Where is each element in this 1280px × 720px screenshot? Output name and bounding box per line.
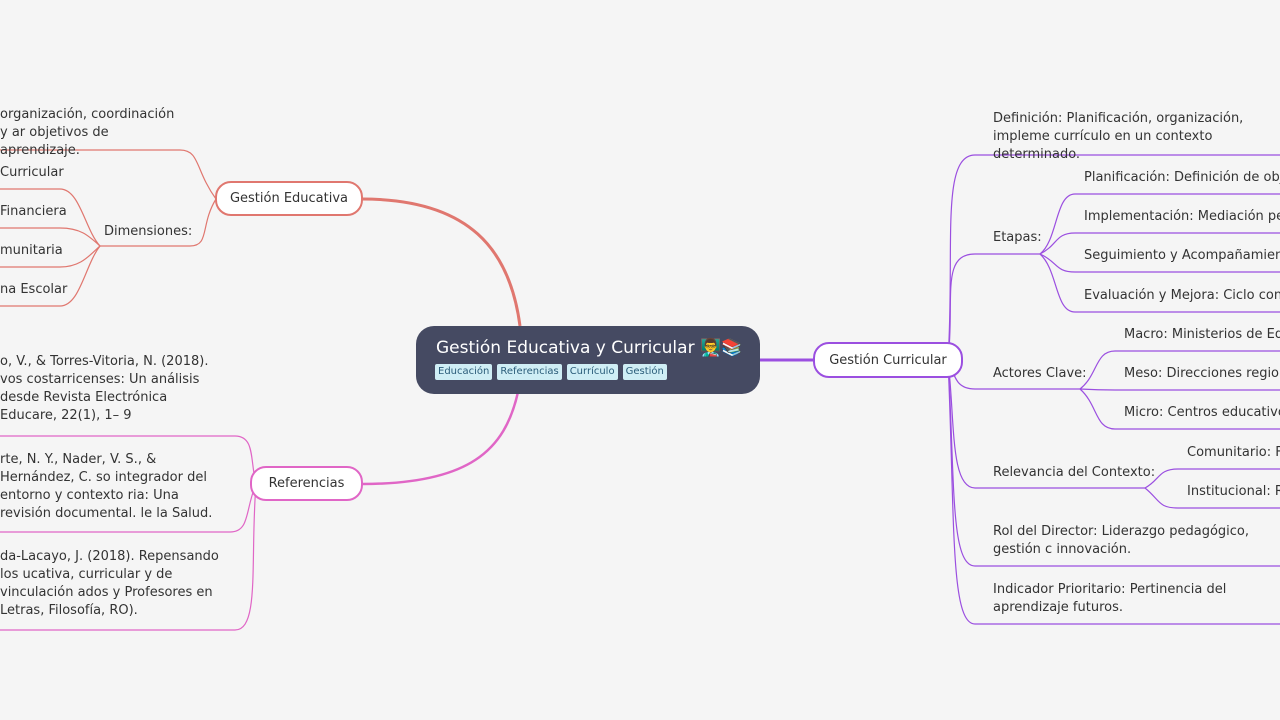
node-gestion-curricular[interactable]: Gestión Curricular [813, 342, 963, 378]
etapa-item[interactable]: Implementación: Mediación peda [1084, 209, 1280, 224]
curricular-actores[interactable]: Actores Clave: [993, 366, 1087, 381]
connector-etapa-4 [1039, 253, 1280, 313]
connector-educativa-definicion [0, 149, 217, 200]
tag-gestion[interactable]: Gestión [622, 364, 667, 380]
dimension-item[interactable]: na Escolar [0, 282, 68, 297]
node-gestion-educativa[interactable]: Gestión Educativa [215, 181, 363, 216]
connector-relev-1 [1144, 468, 1280, 489]
connector-dim-1 [0, 188, 101, 247]
node-gestion-curricular-label: Gestión Curricular [829, 352, 947, 368]
relevancia-item[interactable]: Comunitario: Fa [1187, 445, 1280, 460]
connector-educativa-dimensiones [100, 198, 217, 247]
connector-cur-etapas [947, 253, 1040, 361]
educativa-dimensiones[interactable]: Dimensiones: [104, 224, 193, 239]
curricular-etapas[interactable]: Etapas: [993, 230, 1042, 245]
actor-item[interactable]: Macro: Ministerios de Educ [1124, 327, 1280, 342]
referencia-item[interactable]: da-Lacayo, J. (2018). Repensando los uca… [0, 549, 219, 618]
tag-referencias[interactable]: Referencias [497, 364, 562, 380]
node-gestion-educativa-label: Gestión Educativa [229, 191, 349, 206]
curricular-rol[interactable]: Rol del Director: Liderazgo pedagógico, … [993, 524, 1249, 557]
connector-cur-indicador [947, 359, 1280, 625]
curricular-definition[interactable]: Definición: Planificación, organización,… [993, 111, 1244, 162]
connector-dim-3 [0, 245, 101, 268]
dimension-item[interactable]: munitaria [0, 243, 63, 258]
actor-item[interactable]: Micro: Centros educativos [1124, 405, 1280, 420]
connector-root-referencias [361, 391, 520, 486]
relevancia-item[interactable]: Institucional: Re [1187, 484, 1280, 499]
connector-actor-1 [1079, 350, 1280, 390]
node-referencias-label: Referencias [268, 476, 345, 491]
tag-educacion[interactable]: Educación [435, 364, 493, 380]
connector-etapa-3 [1039, 253, 1280, 273]
referencia-item[interactable]: rte, N. Y., Nader, V. S., & Hernández, C… [0, 452, 213, 521]
referencia-item[interactable]: o, V., & Torres-Vitoria, N. (2018). vos … [0, 354, 209, 423]
connector-etapa-2 [1039, 232, 1280, 255]
curricular-indicador[interactable]: Indicador Prioritario: Pertinencia del a… [993, 582, 1227, 615]
etapa-item[interactable]: Evaluación y Mejora: Ciclo contin [1084, 288, 1280, 303]
connector-dim-4 [0, 245, 101, 307]
connector-relev-2 [1144, 487, 1280, 509]
connector-cur-relevancia [947, 359, 1145, 489]
connector-etapa-1 [1039, 193, 1280, 255]
educativa-definition[interactable]: organización, coordinación y ar objetivo… [0, 107, 175, 158]
etapa-item[interactable]: Planificación: Definición de objet [1084, 170, 1280, 185]
connector-actor-2 [1079, 388, 1280, 391]
root-title: Gestión Educativa y Curricular 👨‍🏫📚 [436, 338, 743, 358]
etapa-item[interactable]: Seguimiento y Acompañamiento [1084, 248, 1280, 263]
connector-ref-3 [0, 483, 257, 631]
dimension-item[interactable]: Curricular [0, 165, 64, 180]
connector-actor-3 [1079, 388, 1280, 430]
root-node[interactable]: Gestión Educativa y Curricular 👨‍🏫📚 Educ… [416, 326, 760, 394]
root-tags: Educación Referencias Currículo Gestión [435, 364, 740, 380]
connector-dim-2 [0, 227, 101, 247]
dimension-item[interactable]: Financiera [0, 204, 67, 219]
tag-curriculo[interactable]: Currículo [566, 364, 618, 380]
node-referencias[interactable]: Referencias [250, 466, 363, 501]
actor-item[interactable]: Meso: Direcciones regiona [1124, 366, 1280, 381]
curricular-relevancia[interactable]: Relevancia del Contexto: [993, 465, 1156, 480]
connector-root-educativa [361, 197, 522, 327]
